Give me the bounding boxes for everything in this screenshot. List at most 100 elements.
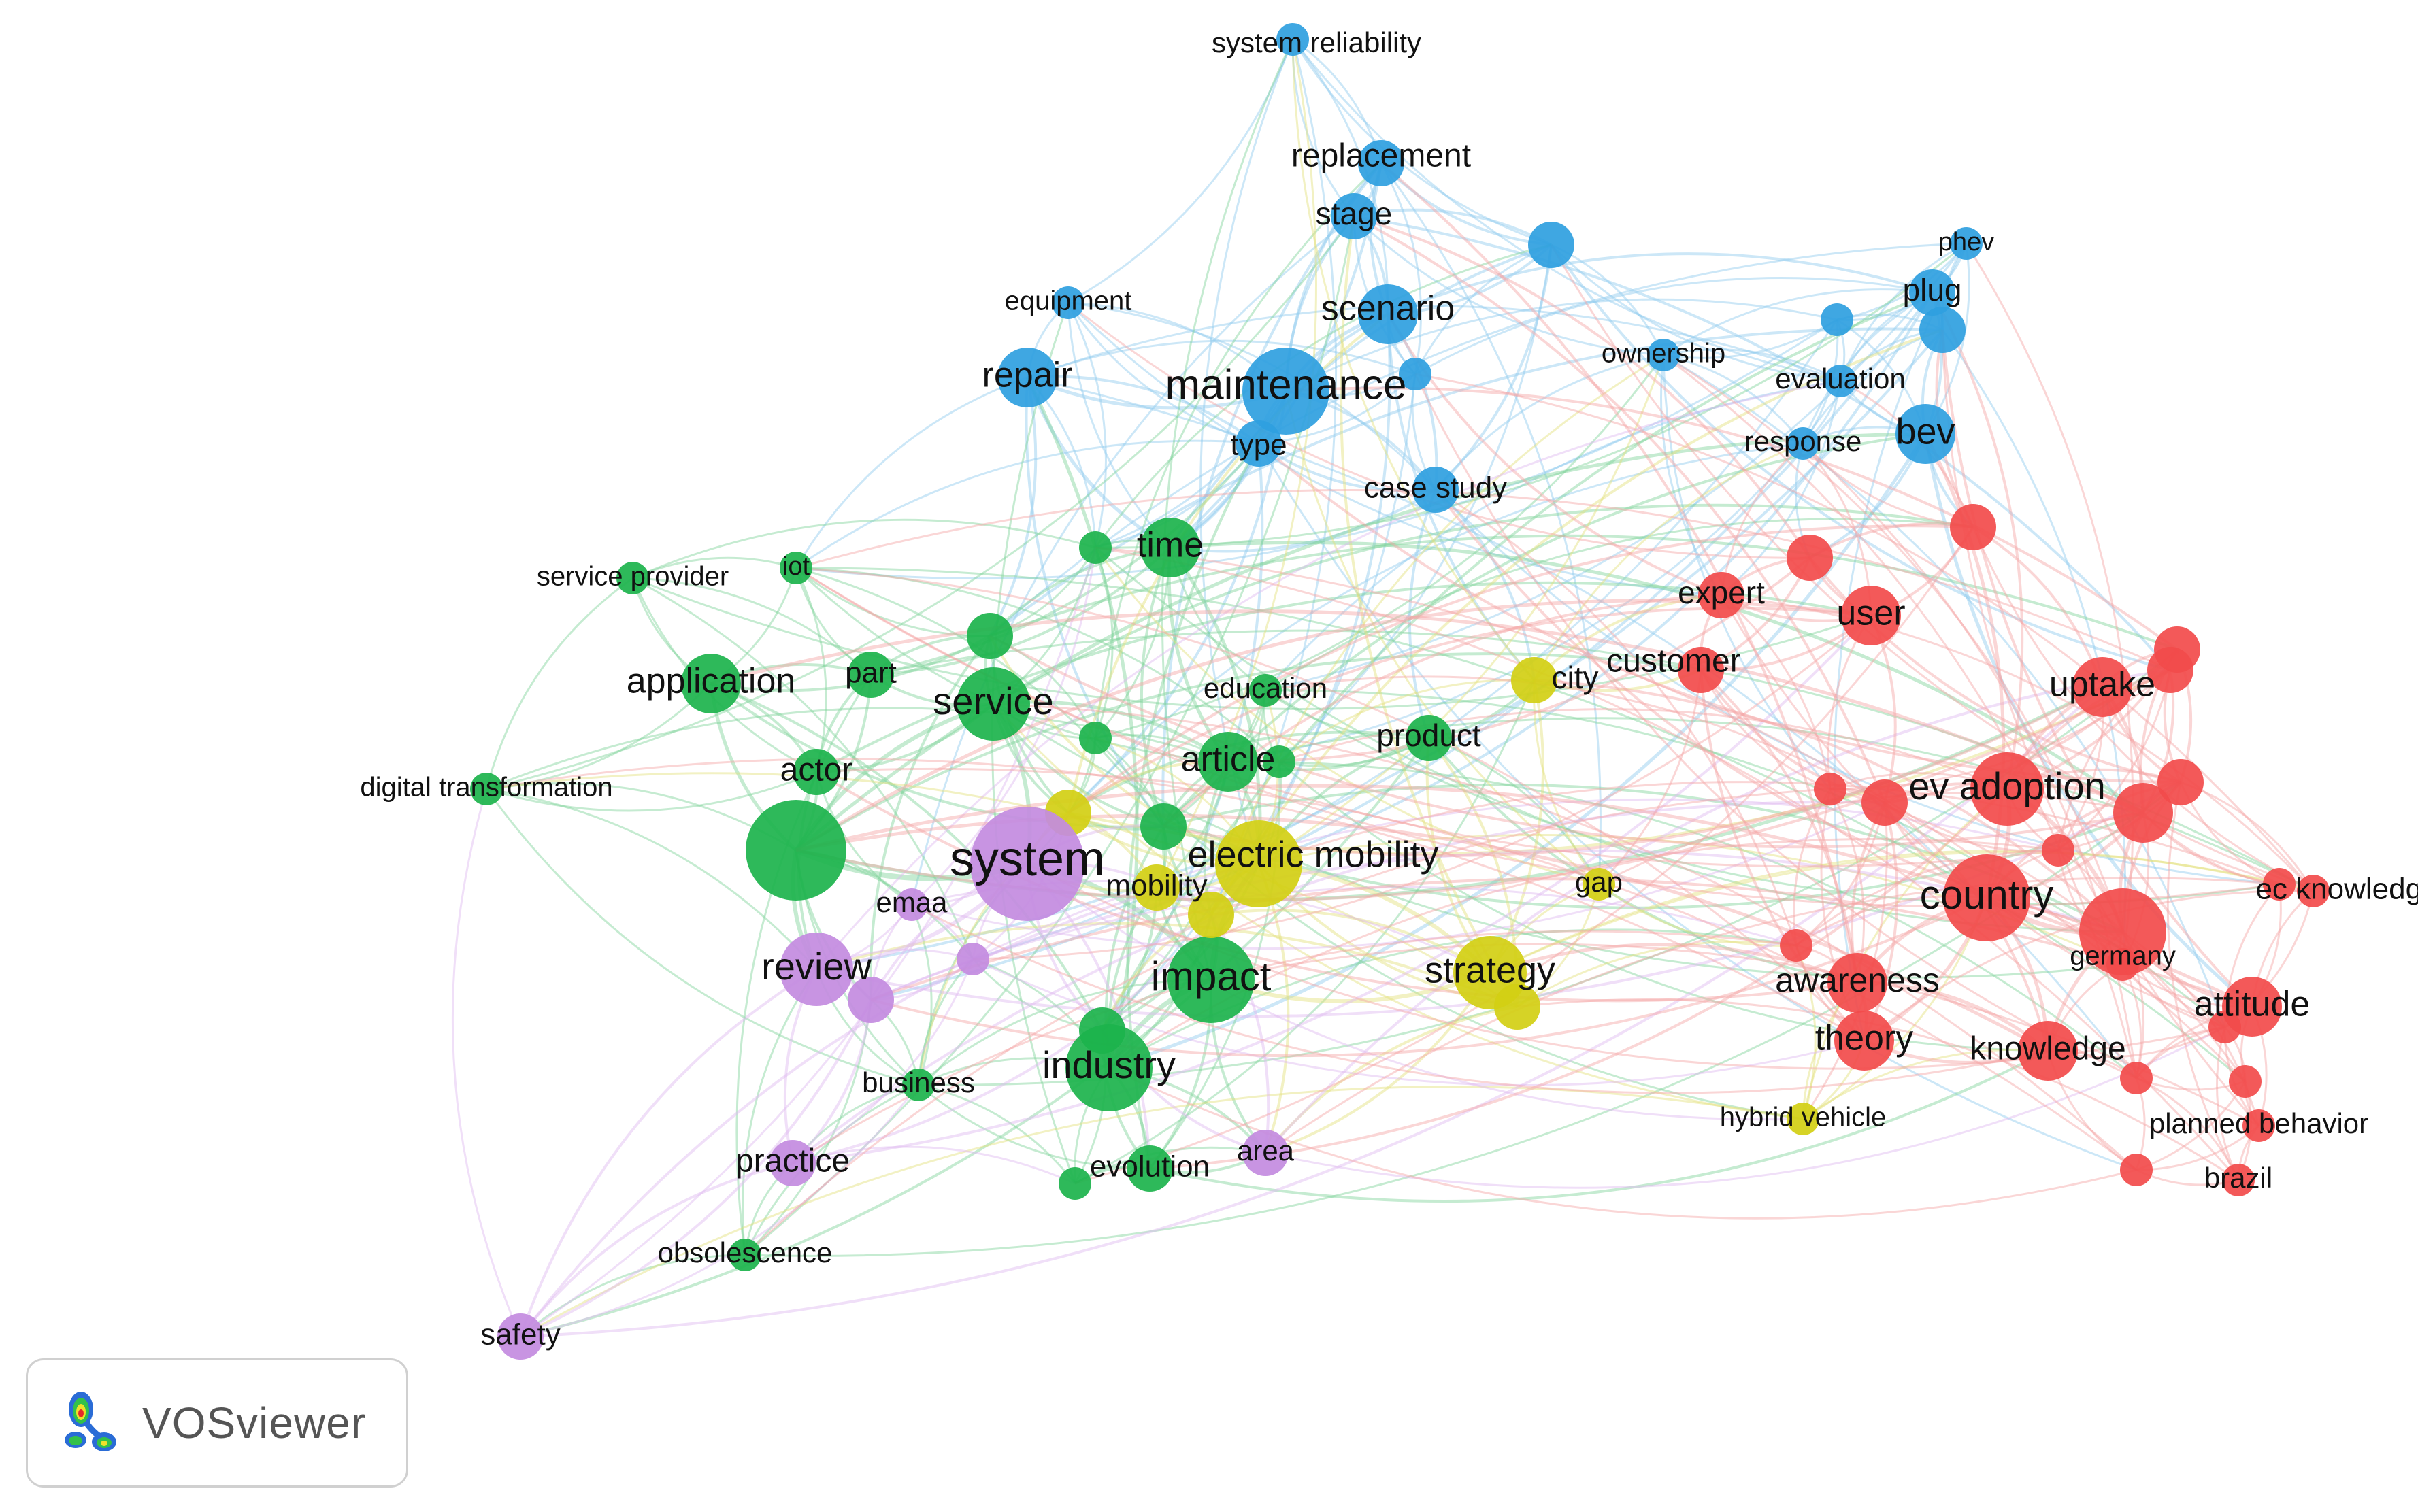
node-unlabeled[interactable] [2147, 647, 2193, 693]
network-edge [1427, 737, 1858, 984]
node-system-reliability[interactable] [1276, 23, 1309, 56]
node-customer[interactable] [1678, 647, 1724, 693]
node-country[interactable] [1943, 854, 2030, 941]
node-unlabeled[interactable] [1861, 779, 1908, 826]
node-unlabeled[interactable] [1140, 803, 1187, 850]
label-strategy: strategy [1425, 950, 1555, 990]
node-city[interactable] [1511, 657, 1557, 703]
node-awareness[interactable] [1827, 953, 1887, 1013]
node-service[interactable] [957, 667, 1030, 741]
node-unlabeled[interactable] [2157, 759, 2204, 805]
node-mobility[interactable] [1133, 864, 1180, 911]
node-unlabeled[interactable] [1780, 929, 1812, 962]
node-digital-transformation[interactable] [470, 773, 503, 805]
node-unlabeled[interactable] [1528, 222, 1574, 268]
node-type[interactable] [1236, 420, 1282, 467]
node-unlabeled[interactable] [1263, 745, 1295, 778]
node-maintenance[interactable] [1242, 348, 1329, 435]
node-unlabeled[interactable] [1059, 1167, 1091, 1200]
node-practice[interactable] [769, 1140, 816, 1186]
node-education[interactable] [1249, 674, 1282, 707]
node-knowledge[interactable] [2018, 1021, 2078, 1081]
node-planned-behavior[interactable] [2242, 1109, 2275, 1142]
network-edge [1923, 433, 2253, 1008]
network-edge [1257, 443, 2137, 1171]
node-unlabeled[interactable] [1079, 531, 1112, 564]
node-unlabeled[interactable] [2042, 834, 2074, 867]
node-product[interactable] [1406, 715, 1452, 761]
node-plug[interactable] [1909, 269, 1955, 316]
node-response[interactable] [1787, 427, 1819, 460]
node-iot[interactable] [780, 552, 812, 584]
node-expert[interactable] [1698, 572, 1744, 618]
label-ownership: ownership [1602, 339, 1725, 369]
node-ownership[interactable] [1647, 339, 1680, 371]
node-brazil[interactable] [2222, 1164, 2255, 1196]
network-edge [1027, 305, 1841, 382]
node-theory[interactable] [1834, 1011, 1894, 1071]
node-area[interactable] [1242, 1130, 1289, 1176]
node-user[interactable] [1841, 586, 1901, 645]
node-uptake[interactable] [2072, 657, 2132, 717]
node-business[interactable] [902, 1069, 935, 1101]
node-article[interactable] [1198, 732, 1258, 792]
network-edge [1965, 243, 2134, 965]
node-unlabeled[interactable] [1919, 307, 1966, 353]
node-unlabeled[interactable] [1494, 984, 1540, 1030]
node-unlabeled[interactable] [2120, 1154, 2153, 1186]
node-unlabeled[interactable] [2113, 783, 2173, 843]
node-unlabeled[interactable] [2263, 868, 2296, 901]
node-unlabeled[interactable] [2079, 888, 2166, 975]
node-unlabeled[interactable] [967, 613, 1013, 659]
node-impact[interactable] [1167, 936, 1255, 1023]
node-actor[interactable] [793, 749, 840, 795]
network-edge [1140, 547, 1172, 827]
node-emaa[interactable] [895, 888, 928, 921]
node-unlabeled[interactable] [2120, 1062, 2153, 1094]
node-unlabeled[interactable] [1079, 722, 1112, 754]
node-bev[interactable] [1895, 404, 1955, 464]
node-evaluation[interactable] [1824, 365, 1857, 397]
node-repair[interactable] [997, 348, 1057, 407]
node-case-study[interactable] [1412, 467, 1459, 513]
network-edge [1434, 244, 1553, 491]
node-equipment[interactable] [1052, 286, 1084, 319]
node-gap[interactable] [1583, 868, 1615, 901]
node-unlabeled[interactable] [2229, 1065, 2262, 1098]
label-replacement: replacement [1291, 138, 1471, 174]
node-unlabeled[interactable] [1787, 535, 1833, 581]
node-ec-knowledge[interactable] [2297, 875, 2330, 907]
node-unlabeled[interactable] [1821, 303, 1853, 336]
node-electric-mobility[interactable] [1215, 820, 1302, 907]
node-safety[interactable] [497, 1313, 544, 1360]
node-service-provider[interactable] [616, 562, 649, 594]
node-review[interactable] [780, 933, 853, 1006]
label-customer: customer [1606, 643, 1740, 679]
node-ev-adoption[interactable] [1970, 752, 2044, 826]
label-type: type [1230, 429, 1287, 462]
node-part[interactable] [848, 652, 894, 698]
network-edge [1210, 354, 1664, 915]
app-name: VOSviewer [142, 1398, 367, 1447]
node-unlabeled[interactable] [1079, 1007, 1125, 1054]
node-replacement[interactable] [1358, 140, 1404, 186]
node-unlabeled[interactable] [1188, 892, 1234, 938]
node-scenario[interactable] [1358, 284, 1418, 344]
network-edge [1533, 679, 1600, 885]
node-unlabeled[interactable] [957, 943, 989, 975]
node-application[interactable] [681, 654, 741, 713]
node-evolution[interactable] [1127, 1145, 1173, 1192]
node-hybrid-vehicle[interactable] [1787, 1103, 1819, 1135]
node-system[interactable] [970, 807, 1084, 921]
node-phev[interactable] [1950, 227, 1983, 260]
node-unlabeled[interactable] [848, 977, 894, 1023]
node-unlabeled[interactable] [1399, 358, 1431, 390]
node-unlabeled[interactable] [1814, 773, 1846, 805]
node-obsolescence[interactable] [729, 1239, 761, 1271]
node-unlabeled[interactable] [2208, 1011, 2241, 1043]
node-unlabeled[interactable] [1950, 504, 1996, 550]
node-unlabeled[interactable] [746, 800, 846, 901]
node-time[interactable] [1140, 518, 1200, 577]
node-stage[interactable] [1331, 193, 1377, 239]
network-edge [519, 862, 1259, 1338]
